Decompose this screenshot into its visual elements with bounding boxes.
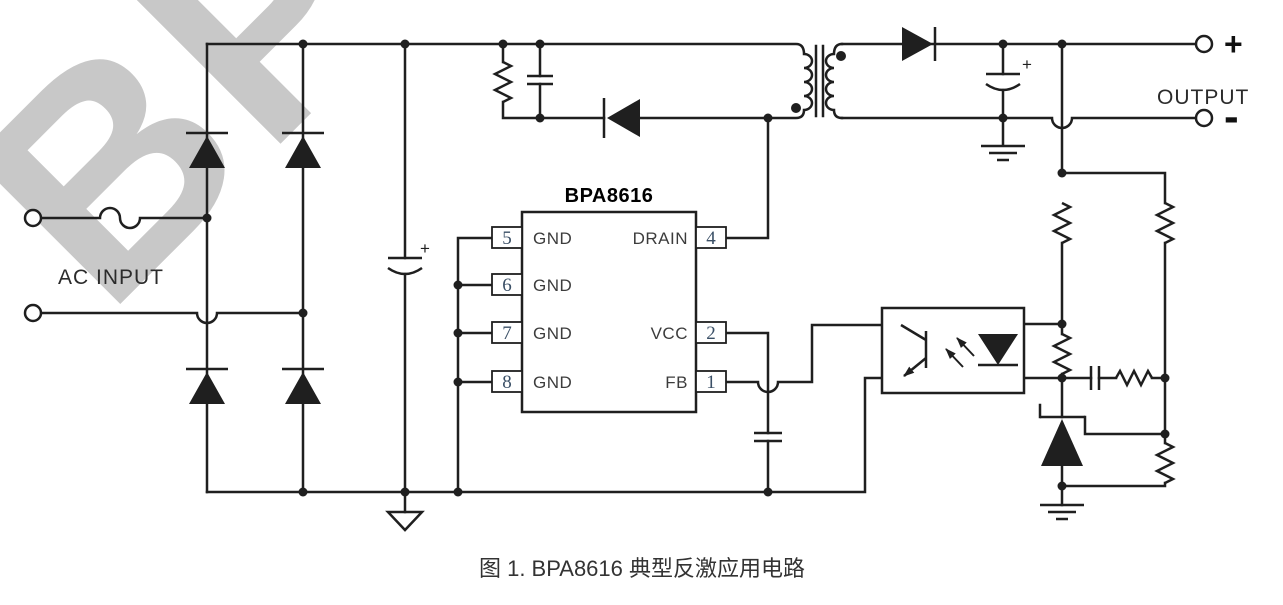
pin-label-drain: DRAIN [633, 229, 688, 248]
vcc-capacitor [754, 431, 782, 443]
opto-phototransistor [900, 323, 928, 377]
pin-label-gnd7: GND [533, 324, 572, 343]
pin-number-8: 8 [502, 372, 512, 393]
shunt-ground-symbol [1040, 503, 1084, 521]
bridge-rectifier [186, 131, 324, 404]
optocoupler [880, 306, 1026, 395]
ac-line2 [39, 311, 305, 325]
bridge-diode-top-right [282, 131, 324, 168]
bridge-diode-bottom-left [186, 367, 228, 404]
pin-number-7: 7 [502, 323, 512, 344]
brand-watermark: BP [0, 0, 460, 363]
pin-box-7 [491, 321, 523, 344]
output-minus-label: - [1224, 92, 1239, 141]
bulk-capacitor: + [387, 239, 430, 276]
ic-bpa8616: BPA8616 5 6 7 8 GND GND GND GND 4 2 1 DR… [491, 185, 727, 414]
ic-title: BPA8616 [565, 185, 654, 207]
shunt-regulator-tl431 [1040, 415, 1085, 466]
ac-terminal-2 [23, 303, 43, 323]
output-minus-terminal [1194, 108, 1214, 128]
pin-label-vcc: VCC [651, 324, 688, 343]
pin-label-gnd6: GND [533, 276, 572, 295]
figure-caption: 图 1. BPA8616 典型反激应用电路 [479, 556, 805, 581]
pin-label-gnd5: GND [533, 229, 572, 248]
primary-phase-dot [791, 103, 801, 113]
bulk-cap-plus-sign: + [420, 239, 430, 258]
fb-right-branch [1060, 171, 1167, 488]
ac-line1-fuse [39, 206, 209, 230]
ac-input-label: AC INPUT [58, 266, 164, 289]
output-plus-label: + [1224, 26, 1243, 62]
snubber-wires [501, 42, 770, 120]
lower-divider-resistor [1154, 441, 1176, 485]
output-ground-symbol [981, 144, 1025, 162]
opto-light-arrows [945, 337, 975, 368]
compensation-capacitor [1089, 366, 1101, 390]
output-label: OUTPUT [1157, 86, 1249, 109]
ic-gnd-bus [456, 236, 494, 494]
snubber-capacitor [527, 74, 553, 86]
pin-number-5: 5 [502, 228, 512, 249]
pin-number-4: 4 [706, 228, 716, 249]
vcc-wire [724, 331, 770, 494]
transformer-core [814, 44, 825, 118]
pin-box-4 [695, 226, 727, 249]
pin-box-5 [491, 226, 523, 249]
bridge-diode-bottom-right [282, 367, 324, 404]
led-series-resistor [1051, 332, 1073, 376]
secondary-winding [824, 42, 844, 120]
upper-divider-resistor-left [1051, 201, 1073, 245]
output-diode [902, 27, 937, 61]
bridge-legs [205, 42, 305, 494]
drain-wire [724, 117, 770, 240]
pin-box-1 [695, 370, 727, 393]
pin-number-1: 1 [706, 372, 716, 393]
bridge-diode-top-left [186, 131, 228, 168]
snubber-resistor [492, 60, 514, 104]
pin-number-6: 6 [502, 275, 512, 296]
opto-led [978, 334, 1018, 367]
shunt-ref-line [1038, 403, 1167, 436]
secondary-phase-dot [836, 51, 846, 61]
pin-label-gnd8: GND [533, 373, 572, 392]
primary-winding [205, 42, 814, 120]
pin-box-8 [491, 370, 523, 393]
ac-terminal-1 [23, 208, 43, 228]
upper-divider-resistor-right [1154, 201, 1176, 245]
out-cap-plus-sign: + [1022, 55, 1032, 74]
pin-box-6 [491, 273, 523, 296]
pin-number-2: 2 [706, 323, 716, 344]
output-capacitor: + [985, 42, 1032, 147]
junction-dots [202, 39, 1170, 497]
pin-label-fb: FB [665, 373, 688, 392]
main-ground-symbol [385, 490, 425, 532]
output-minus-rail [840, 116, 1198, 130]
output-plus-terminal [1194, 34, 1214, 54]
compensation-resistor [1114, 368, 1154, 388]
snubber-diode [602, 98, 640, 138]
ic-body [520, 210, 698, 414]
pin-box-2 [695, 321, 727, 344]
fb-wire [724, 323, 903, 394]
